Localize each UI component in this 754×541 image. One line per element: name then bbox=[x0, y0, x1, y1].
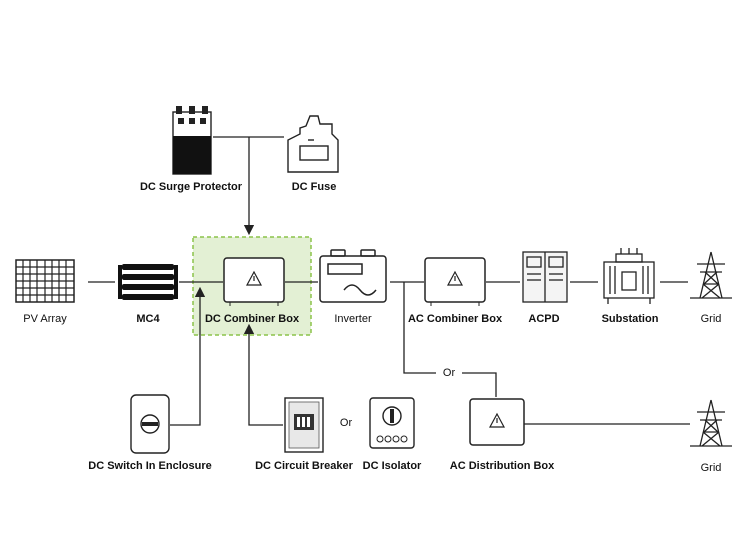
label-grid-bottom: Grid bbox=[700, 462, 722, 474]
label-mc4: MC4 bbox=[136, 313, 160, 325]
ac-distribution-box-icon bbox=[469, 398, 525, 446]
ac-combiner-box-icon bbox=[424, 257, 486, 306]
label-acpd: ACPD bbox=[528, 313, 560, 325]
label-dc-fuse: DC Fuse bbox=[291, 181, 337, 193]
label-dc-circuit-breaker: DC Circuit Breaker bbox=[255, 460, 353, 472]
isolator-icon bbox=[369, 397, 415, 449]
combiner-box-icon bbox=[223, 257, 285, 306]
dc-switch-icon bbox=[130, 394, 170, 454]
substation-transformer-icon bbox=[603, 248, 655, 304]
mc4-connector-icon bbox=[118, 264, 178, 300]
label-inverter: Inverter bbox=[334, 313, 372, 325]
connector-lines bbox=[88, 136, 690, 426]
grid-tower-icon bbox=[690, 399, 732, 447]
label-ac-combiner-box: AC Combiner Box bbox=[407, 313, 503, 325]
label-ac-distribution-box: AC Distribution Box bbox=[449, 460, 555, 472]
label-dc-combiner-box: DC Combiner Box bbox=[204, 313, 300, 325]
inverter-icon bbox=[319, 249, 387, 303]
circuit-breaker-icon bbox=[284, 397, 324, 453]
surge-protector-icon bbox=[172, 106, 212, 175]
fuse-icon bbox=[287, 115, 339, 173]
label-grid-top: Grid bbox=[700, 313, 722, 325]
label-or-breaker: Or bbox=[339, 417, 353, 429]
acpd-cabinet-icon bbox=[522, 251, 568, 303]
grid-tower-icon bbox=[690, 251, 732, 299]
pv-panel-icon bbox=[15, 259, 75, 303]
label-dc-switch: DC Switch In Enclosure bbox=[88, 460, 212, 472]
label-substation: Substation bbox=[601, 313, 659, 325]
label-pv-array: PV Array bbox=[23, 313, 67, 325]
label-dc-surge-protector: DC Surge Protector bbox=[139, 181, 243, 193]
label-dc-isolator: DC Isolator bbox=[362, 460, 422, 472]
label-or-branch: Or bbox=[442, 367, 456, 379]
